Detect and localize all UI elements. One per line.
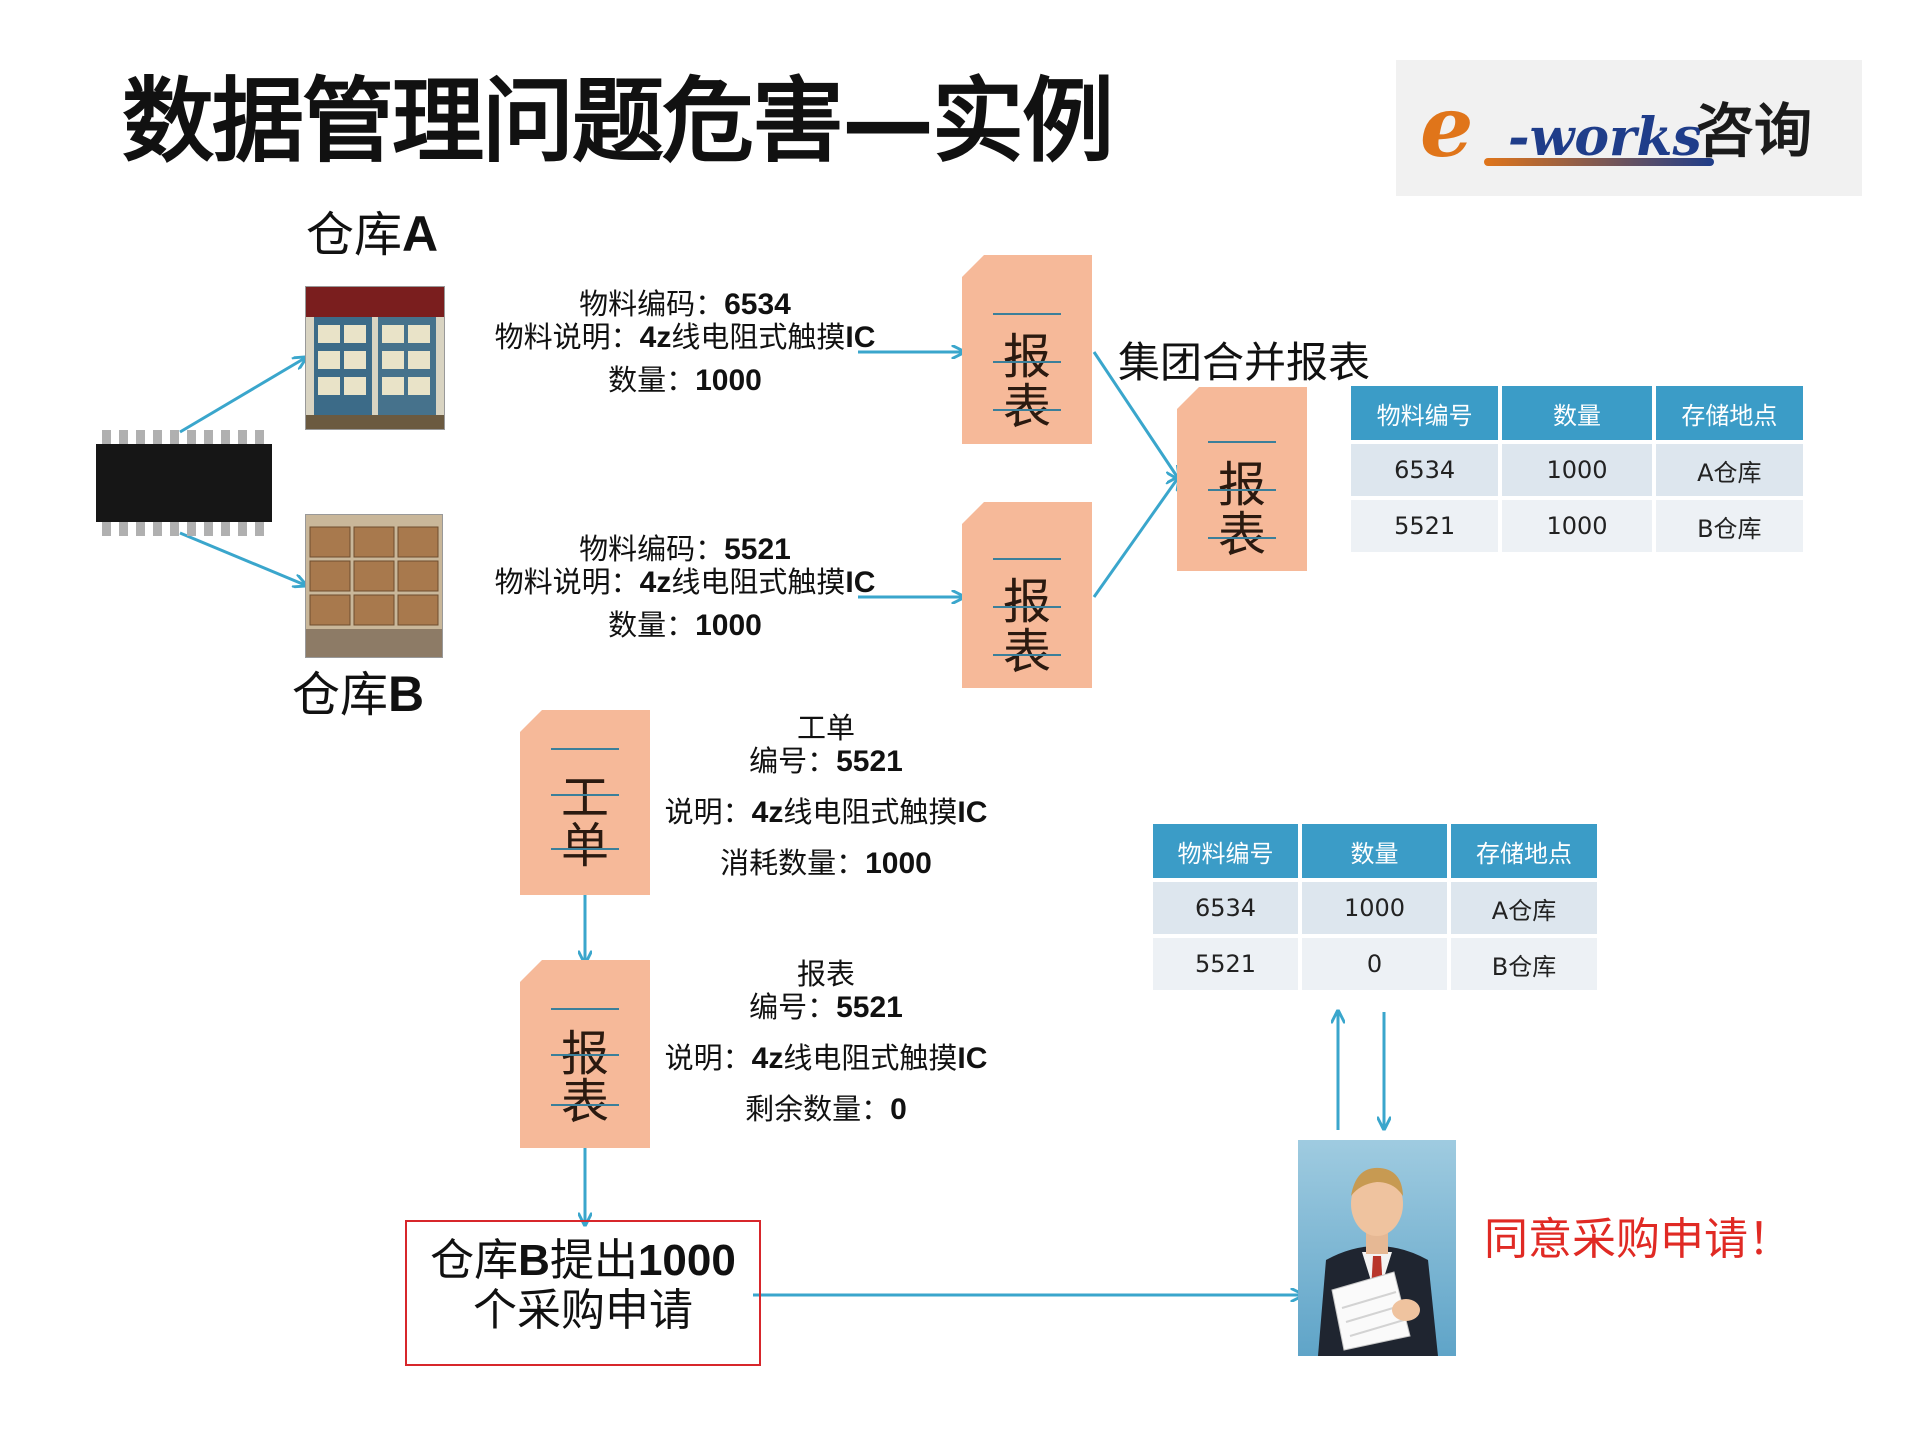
logo-swoosh-icon xyxy=(1484,158,1714,166)
warehouse-b-code: 物料编码：5521 xyxy=(579,532,791,567)
current-inventory-table: 物料编号 数量 存储地点 6534 1000 A仓库 5521 0 B仓库 xyxy=(1149,820,1601,994)
work-order-doc: 工 单 xyxy=(520,710,650,895)
warehouse-b-info: 物料编码：5521 物料说明：4z线电阻式触摸IC 数量：1000 xyxy=(470,532,900,643)
arrow-chip-to-warehouse-b xyxy=(179,531,305,585)
approval-text: 同意采购申请！ xyxy=(1484,1214,1792,1265)
manager-photo xyxy=(1298,1140,1456,1356)
warehouse-a-qty: 数量：1000 xyxy=(608,363,762,398)
warehouse-a-info: 物料编码：6534 物料说明：4z线电阻式触摸IC 数量：1000 xyxy=(470,287,900,398)
purchase-request-line1: 仓库B提出1000 xyxy=(430,1235,736,1286)
table-header-row: 物料编号 数量 存储地点 xyxy=(1153,824,1597,878)
col-header-code: 物料编号 xyxy=(1153,824,1298,878)
logo-e-letter: e xyxy=(1420,77,1474,176)
page-title: 数据管理问题危害—实例 xyxy=(122,68,1114,175)
purchase-request-box: 仓库B提出1000 个采购申请 xyxy=(405,1220,761,1366)
col-header-qty: 数量 xyxy=(1302,824,1447,878)
work-order-title: 工单 xyxy=(796,711,855,745)
table-row: 5521 0 B仓库 xyxy=(1153,938,1597,990)
work-order-number: 编号：5521 xyxy=(749,744,903,779)
work-order-desc: 说明：4z线电阻式触摸IC xyxy=(664,795,988,830)
col-header-code: 物料编号 xyxy=(1351,386,1499,440)
group-report-doc: 报 表 xyxy=(1177,387,1307,571)
warehouse-a-label: 仓库A xyxy=(306,206,439,263)
warehouse-b-photo xyxy=(305,514,443,658)
remaining-report-title: 报表 xyxy=(796,957,855,991)
report-doc-b: 报 表 xyxy=(962,502,1092,688)
warehouse-b-qty: 数量：1000 xyxy=(608,608,762,643)
warehouse-b-label: 仓库B xyxy=(292,666,425,723)
logo-works-text: -works xyxy=(1508,107,1702,168)
work-order-qty: 消耗数量：1000 xyxy=(720,846,932,881)
col-header-location: 存储地点 xyxy=(1451,824,1597,878)
col-header-location: 存储地点 xyxy=(1655,386,1803,440)
warehouse-b-desc: 物料说明：4z线电阻式触摸IC xyxy=(494,565,876,600)
logo-cn-text: 咨询 xyxy=(1696,97,1813,165)
warehouse-a-photo xyxy=(305,286,445,430)
ic-chip-image xyxy=(96,430,272,536)
table-row: 5521 1000 B仓库 xyxy=(1351,500,1803,552)
arrow-chip-to-warehouse-a xyxy=(179,358,305,434)
report-doc-a: 报 表 xyxy=(962,255,1092,444)
remaining-report-info: 报表 编号：5521 说明：4z线电阻式触摸IC 剩余数量：0 xyxy=(656,957,996,1127)
warehouse-a-desc: 物料说明：4z线电阻式触摸IC xyxy=(494,320,876,355)
remaining-report-doc: 报 表 xyxy=(520,960,650,1148)
table-row: 6534 1000 A仓库 xyxy=(1351,444,1803,496)
arrow-report-b-to-group xyxy=(1092,478,1178,598)
remaining-report-desc: 说明：4z线电阻式触摸IC xyxy=(664,1041,988,1076)
purchase-request-line2: 个采购申请 xyxy=(473,1285,693,1336)
remaining-report-number: 编号：5521 xyxy=(749,990,903,1025)
table-row: 6534 1000 A仓库 xyxy=(1153,882,1597,934)
work-order-info: 工单 编号：5521 说明：4z线电阻式触摸IC 消耗数量：1000 xyxy=(656,711,996,881)
remaining-report-qty: 剩余数量：0 xyxy=(745,1092,907,1127)
group-report-table: 物料编号 数量 存储地点 6534 1000 A仓库 5521 1000 B仓库 xyxy=(1347,382,1807,556)
table-header-row: 物料编号 数量 存储地点 xyxy=(1351,386,1803,440)
group-report-label: 集团合并报表 xyxy=(1118,338,1371,387)
col-header-qty: 数量 xyxy=(1502,386,1652,440)
eworks-logo: e -works 咨询 xyxy=(1396,60,1862,196)
warehouse-a-code: 物料编码：6534 xyxy=(579,287,791,322)
arrow-report-a-to-group xyxy=(1092,351,1178,478)
